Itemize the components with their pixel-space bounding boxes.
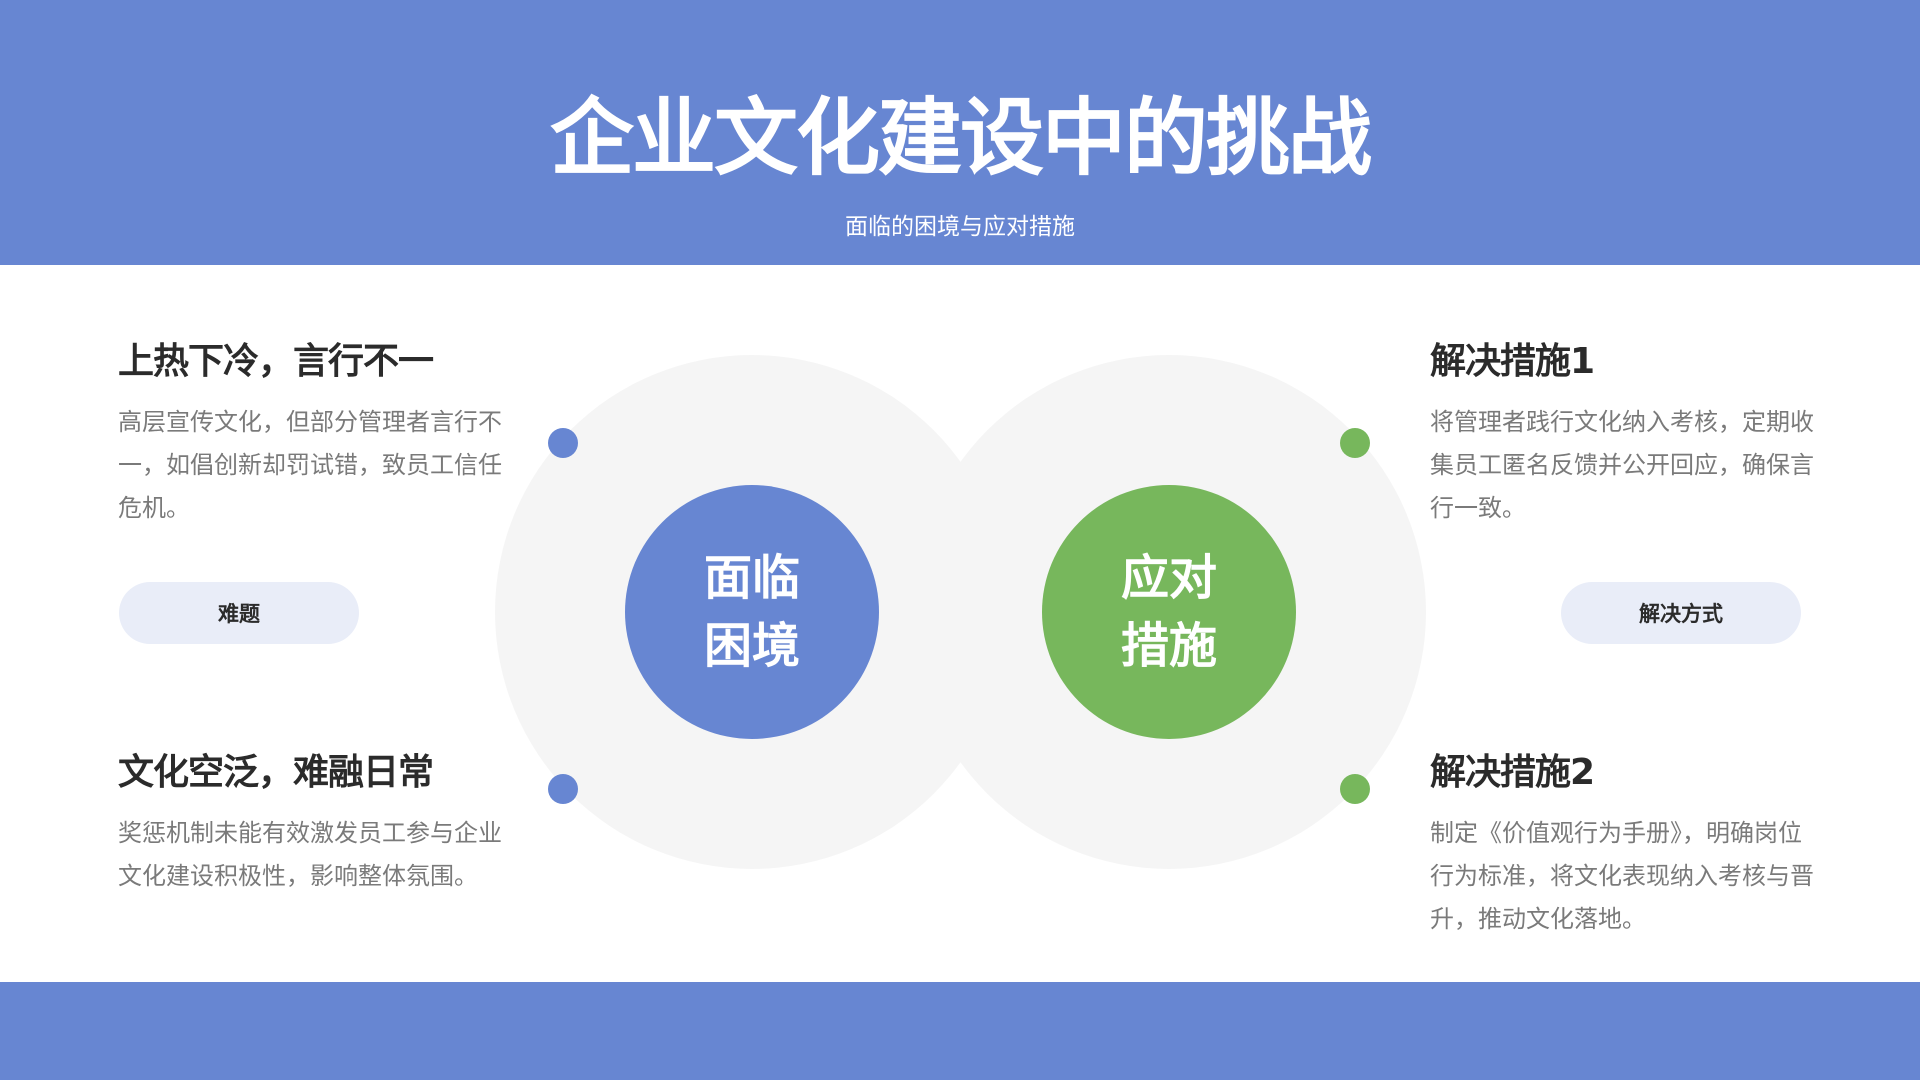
header-banner: 企业文化建设中的挑战 面临的困境与应对措施 [0,0,1920,265]
challenges-circle: 面临 困境 [625,485,879,739]
blue-dot-top [548,428,578,458]
blue-dot-bottom [548,774,578,804]
solution-2: 解决措施2 制定《价值观行为手册》，明确岗位行为标准，将文化表现纳入考核与晋升，… [1430,748,1820,941]
challenge-2: 文化空泛，难融日常 奖惩机制未能有效激发员工参与企业文化建设积极性，影响整体氛围… [118,748,518,898]
solution-2-heading: 解决措施2 [1430,752,1595,793]
difficulty-pill: 难题 [119,582,359,644]
challenge-2-heading: 文化空泛，难融日常 [118,752,434,793]
challenge-2-text: 奖惩机制未能有效激发员工参与企业文化建设积极性，影响整体氛围。 [118,819,502,890]
footer-banner [0,982,1920,1080]
green-dot-top [1340,428,1370,458]
page-subtitle: 面临的困境与应对措施 [845,214,1075,240]
challenge-1-text: 高层宣传文化，但部分管理者言行不一，如倡创新却罚试错，致员工信任危机。 [118,408,502,522]
green-dot-bottom [1340,774,1370,804]
solution-pill: 解决方式 [1561,582,1801,644]
solution-1-text: 将管理者践行文化纳入考核，定期收集员工匿名反馈并公开回应，确保言行一致。 [1430,408,1814,522]
page-title: 企业文化建设中的挑战 [549,89,1372,187]
challenge-1-heading: 上热下冷，言行不一 [118,341,434,382]
solution-2-text: 制定《价值观行为手册》，明确岗位行为标准，将文化表现纳入考核与晋升，推动文化落地… [1430,819,1814,933]
solutions-circle: 应对 措施 [1042,485,1296,739]
solution-1-heading: 解决措施1 [1430,341,1595,382]
challenge-1: 上热下冷，言行不一 高层宣传文化，但部分管理者言行不一，如倡创新却罚试错，致员工… [118,337,508,530]
solution-1: 解决措施1 将管理者践行文化纳入考核，定期收集员工匿名反馈并公开回应，确保言行一… [1430,337,1820,530]
